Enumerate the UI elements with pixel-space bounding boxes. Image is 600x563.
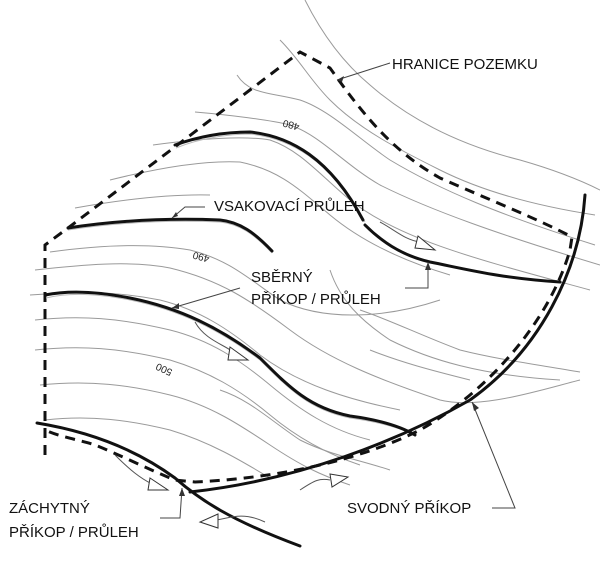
infiltration-swale-upper xyxy=(173,130,365,222)
label-property-boundary: HRANICE POZEMKU xyxy=(392,56,538,73)
label-interception-ditch-line2: PŘÍKOP / PRŮLEH xyxy=(9,523,139,541)
contour-lines xyxy=(29,0,600,486)
flow-arrows xyxy=(114,221,437,529)
label-interception-ditch-line1: ZÁCHYTNÝ xyxy=(9,500,90,517)
interception-ditch xyxy=(35,421,302,548)
elevation-label-490: 490 xyxy=(191,249,210,264)
elevation-label-500: 500 xyxy=(154,360,174,377)
diversion-ditch xyxy=(188,193,587,494)
infiltration-swale-right xyxy=(363,223,562,284)
elevation-label-480: 480 xyxy=(281,117,300,132)
infiltration-swale-middle xyxy=(66,217,274,253)
property-boundary xyxy=(43,50,574,484)
label-diversion-ditch: SVODNÝ PŘÍKOP xyxy=(347,500,471,517)
label-infiltration-swale: VSAKOVACÍ PRŮLEH xyxy=(214,197,365,215)
label-collecting-ditch-line2: PŘÍKOP / PRŮLEH xyxy=(251,290,381,308)
collecting-ditch xyxy=(43,290,417,437)
label-collecting-ditch-line1: SBĚRNÝ xyxy=(251,269,313,286)
leader-lines xyxy=(160,62,516,519)
